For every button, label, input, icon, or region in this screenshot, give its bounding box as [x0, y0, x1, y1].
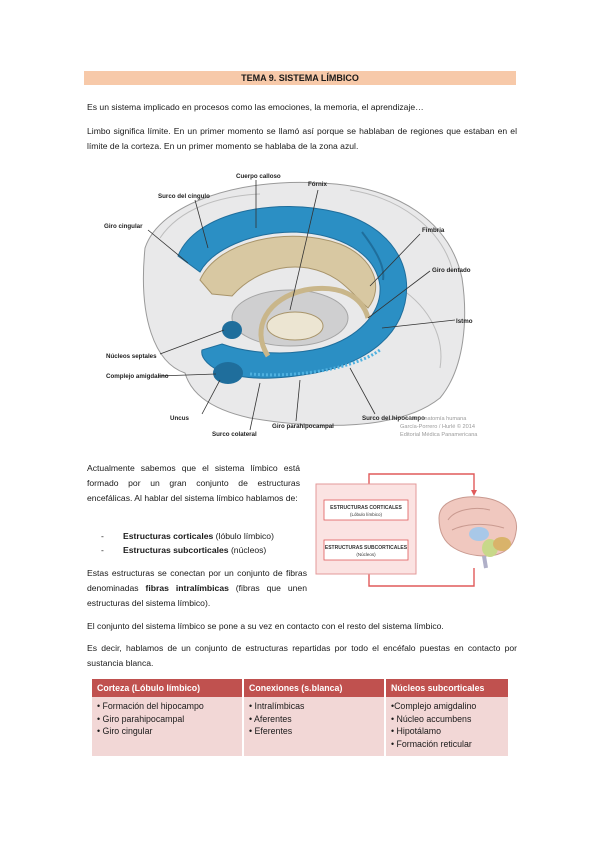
paragraph-conjunto: El conjunto del sistema límbico se pone …: [87, 621, 444, 631]
table-cell-nucleos: •Complejo amigdalino • Núcleo accumbens …: [385, 697, 508, 756]
label-complejo-amigdalino: Complejo amigdalino: [106, 373, 169, 380]
structures-list: -Estructuras corticales (lóbulo límbico)…: [87, 529, 307, 557]
label-giro-parahipocampal: Giro parahipocampal: [272, 423, 334, 430]
table-header-conexiones: Conexiones (s.blanca): [243, 679, 386, 697]
label-giro-dentado: Giro dentado: [432, 267, 471, 274]
figure-credit-line-3: Editorial Médica Panamericana: [400, 432, 478, 438]
list-item: -Estructuras subcorticales (núcleos): [101, 545, 267, 555]
paragraph-es-decir: Es decir, hablamos de un conjunto de est…: [87, 643, 517, 668]
label-giro-cingular: Giro cingular: [104, 223, 143, 230]
paragraph-limbo: Limbo significa límite. En un primer mom…: [87, 126, 517, 151]
paragraph-actualmente: Actualmente sabemos que el sistema límbi…: [87, 463, 300, 503]
schema-box1-title: ESTRUCTURAS CORTICALES: [330, 505, 402, 511]
paragraph-fibras: Estas estructuras se conectan por un con…: [87, 568, 307, 608]
table-header-row: Corteza (Lóbulo límbico) Conexiones (s.b…: [92, 679, 508, 697]
title-bar: TEMA 9. SISTEMA LÍMBICO: [84, 71, 516, 85]
label-cuerpo-calloso: Cuerpo calloso: [236, 173, 281, 180]
figure-credit-line-2: García-Porrero / Hurlé © 2014: [400, 423, 475, 430]
schema-box1-sub: (Lóbulo límbico): [350, 512, 383, 517]
schema-box2-sub: (Núcleos): [356, 552, 376, 557]
schema-box2-title: ESTRUCTURAS SUBCORTICALES: [325, 545, 408, 551]
label-nucleos-septales: Núcleos septales: [106, 353, 157, 360]
limbic-brain-diagram: Cuerpo calloso Surco del cíngulo Fórnix …: [104, 173, 478, 438]
summary-table: Corteza (Lóbulo límbico) Conexiones (s.b…: [92, 679, 508, 756]
label-surco-hipocampo: Surco del hipocampo: [362, 415, 425, 422]
table-cell-corteza: • Formación del hipocampo • Giro parahip…: [92, 697, 244, 756]
paragraph-intro: Es un sistema implicado en procesos como…: [87, 102, 424, 112]
page-title: TEMA 9. SISTEMA LÍMBICO: [241, 73, 359, 83]
label-surco-cingulo: Surco del cíngulo: [158, 193, 210, 200]
table-cell-conexiones: • Intralímbicas • Aferentes • Eferentes: [243, 697, 386, 756]
figure-credit-line-1: Neuroanatomía humana: [406, 416, 467, 422]
table-header-nucleos: Núcleos subcorticales: [385, 679, 508, 697]
label-fimbria: Fimbria: [422, 227, 445, 234]
label-uncus: Uncus: [170, 415, 189, 422]
label-istmo: Istmo: [456, 318, 473, 325]
structures-schema-diagram: ESTRUCTURAS CORTICALES (Lóbulo límbico) …: [315, 473, 518, 587]
table-row: • Formación del hipocampo • Giro parahip…: [92, 697, 508, 756]
label-surco-colateral: Surco colateral: [212, 431, 257, 438]
table-header-corteza: Corteza (Lóbulo límbico): [92, 679, 244, 697]
brain-icon: [438, 496, 518, 569]
list-item: -Estructuras corticales (lóbulo límbico): [101, 531, 274, 541]
label-fornix: Fórnix: [308, 181, 327, 188]
